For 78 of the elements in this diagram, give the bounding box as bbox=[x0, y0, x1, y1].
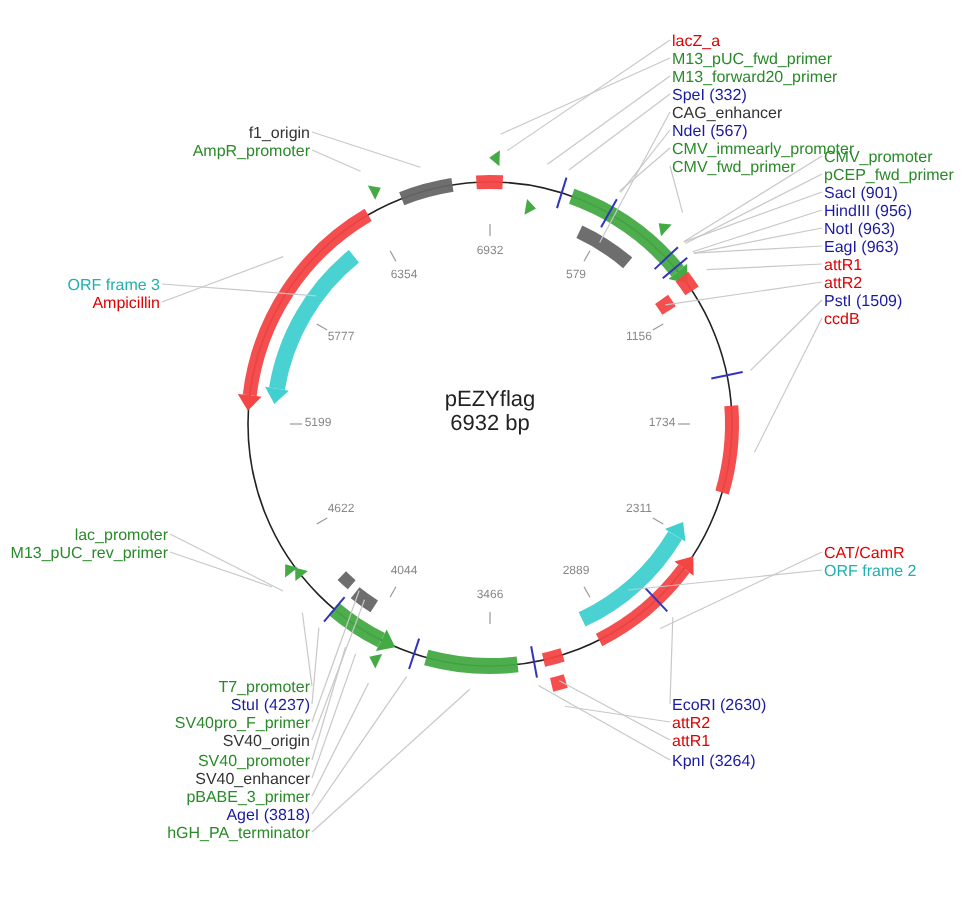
leader-line bbox=[161, 283, 317, 297]
leader-line bbox=[568, 93, 671, 171]
leader-line bbox=[664, 281, 823, 306]
leader-line bbox=[546, 75, 671, 165]
feature-label: attR1 bbox=[824, 255, 863, 273]
leader-line bbox=[499, 57, 671, 135]
leader-line bbox=[169, 533, 284, 592]
feature-label: pCEP_fwd_primer bbox=[824, 165, 954, 183]
leader-line bbox=[311, 627, 320, 705]
feature-label: CMV_fwd_primer bbox=[672, 157, 796, 175]
leader-line bbox=[311, 131, 422, 168]
feature-label: Ampicillin bbox=[92, 293, 160, 311]
leader-line bbox=[706, 263, 823, 271]
feature-label: NotI (963) bbox=[824, 219, 896, 237]
leader-line bbox=[311, 676, 408, 815]
leader-line bbox=[311, 599, 366, 741]
leader-line bbox=[311, 590, 360, 723]
leader-line bbox=[684, 173, 823, 245]
leader-line bbox=[558, 680, 671, 741]
feature-label: f1_origin bbox=[248, 123, 310, 141]
leader-line bbox=[683, 155, 823, 243]
leader-line bbox=[627, 569, 823, 591]
feature-label: EagI (963) bbox=[824, 237, 899, 255]
leader-line bbox=[169, 551, 273, 588]
leader-line bbox=[749, 299, 823, 371]
feature-label: StuI (4237) bbox=[230, 695, 310, 713]
feature-label: EcoRI (2630) bbox=[672, 695, 767, 713]
leader-line bbox=[620, 129, 671, 193]
feature-label: ORF frame 3 bbox=[67, 275, 160, 293]
feature-label: lacZ_a bbox=[672, 31, 721, 49]
feature-label: hGH_PA_terminator bbox=[167, 823, 310, 841]
feature-label: M13_pUC_rev_primer bbox=[10, 543, 168, 561]
feature-label: T7_promoter bbox=[218, 677, 310, 695]
feature-label: SV40_promoter bbox=[197, 751, 310, 769]
feature-label: SV40pro_F_primer bbox=[174, 713, 310, 731]
feature-label: SacI (901) bbox=[824, 183, 898, 201]
leader-line bbox=[311, 682, 370, 797]
feature-label: SV40_enhancer bbox=[195, 769, 310, 787]
leader-line bbox=[599, 111, 671, 244]
leader-line bbox=[161, 256, 284, 303]
leader-line bbox=[311, 688, 471, 833]
feature-label: attR2 bbox=[824, 273, 863, 291]
feature-label: CAT/CamR bbox=[824, 543, 905, 561]
feature-label: CAG_enhancer bbox=[672, 103, 783, 121]
leader-line bbox=[659, 551, 823, 629]
leader-line bbox=[537, 684, 671, 761]
feature-label: SV40_origin bbox=[222, 731, 310, 749]
feature-label: KpnI (3264) bbox=[672, 751, 756, 769]
leader-line bbox=[693, 245, 823, 254]
leader-line bbox=[683, 191, 823, 243]
feature-label: pBABE_3_primer bbox=[186, 787, 310, 805]
leader-line bbox=[301, 611, 313, 687]
leader-line bbox=[753, 317, 823, 453]
feature-label: M13_forward20_primer bbox=[672, 67, 838, 85]
feature-label: AmpR_promoter bbox=[192, 141, 310, 159]
feature-label: M13_pUC_fwd_primer bbox=[672, 49, 833, 67]
feature-label: NdeI (567) bbox=[672, 121, 748, 139]
leader-line bbox=[311, 646, 347, 761]
leader-line bbox=[311, 653, 357, 779]
plasmid-title: pEZYflag bbox=[444, 388, 536, 412]
feature-label: attR2 bbox=[672, 713, 711, 731]
leader-line bbox=[693, 227, 823, 254]
leader-line bbox=[692, 209, 823, 253]
feature-label: AgeI (3818) bbox=[226, 805, 310, 823]
leader-line bbox=[669, 616, 674, 705]
leader-line bbox=[618, 147, 671, 193]
feature-label: PstI (1509) bbox=[824, 291, 903, 309]
feature-label: attR1 bbox=[672, 731, 711, 749]
feature-label: lac_promoter bbox=[74, 525, 168, 543]
leader-line bbox=[564, 705, 671, 723]
leader-line bbox=[506, 39, 671, 152]
feature-label: HindIII (956) bbox=[824, 201, 913, 219]
feature-label: ccdB bbox=[824, 309, 860, 327]
leader-line bbox=[311, 149, 362, 172]
feature-label: ORF frame 2 bbox=[824, 561, 917, 579]
leader-line bbox=[669, 165, 684, 214]
plasmid-title: 6932 bp bbox=[450, 412, 530, 436]
feature-label: SpeI (332) bbox=[672, 85, 747, 103]
